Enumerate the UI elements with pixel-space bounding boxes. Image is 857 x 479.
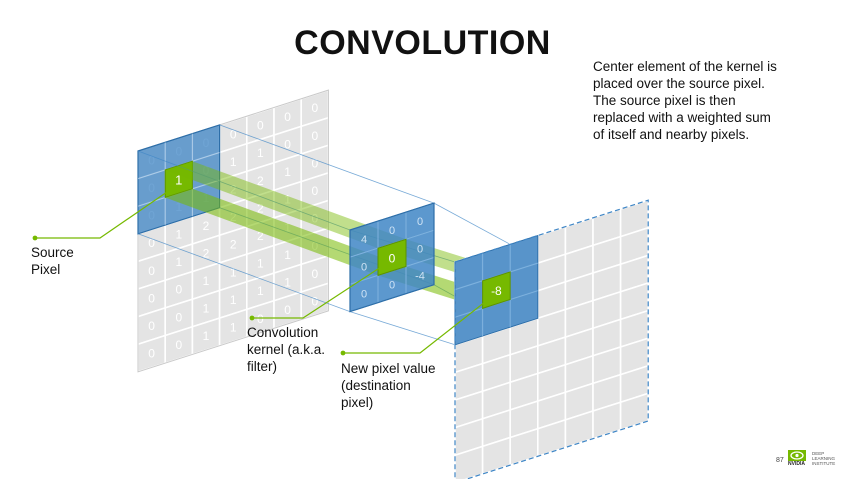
new-pixel-leader bbox=[343, 295, 493, 354]
source-cell-value: 1 bbox=[284, 276, 291, 290]
source-cell-value: 0 bbox=[284, 138, 291, 152]
source-cell-value: 1 bbox=[230, 155, 237, 169]
source-cell-value: 1 bbox=[284, 193, 291, 207]
kernel-center-value: 0 bbox=[389, 251, 396, 265]
source-cell-value: 0 bbox=[148, 236, 155, 250]
source-cell-value: 1 bbox=[230, 265, 237, 279]
page-number: 87 bbox=[776, 457, 784, 464]
destination-border bbox=[454, 199, 649, 479]
source-cell-value: 1 bbox=[203, 302, 210, 316]
source-cell-value: 1 bbox=[257, 146, 264, 160]
beam-guide-line bbox=[219, 124, 435, 204]
source-cell-value: 0 bbox=[284, 303, 291, 317]
destination-grid: -8 bbox=[454, 199, 650, 479]
label-leader-lines bbox=[32, 184, 493, 356]
source-cell-value: 0 bbox=[257, 119, 264, 133]
source-cell-value: 2 bbox=[203, 246, 210, 260]
source-cell-value: 0 bbox=[148, 291, 155, 305]
source-cell-value: 0 bbox=[257, 312, 264, 326]
source-pixel-value: 1 bbox=[175, 172, 182, 187]
source-cell-value: 0 bbox=[175, 283, 182, 297]
source-cell-value: 1 bbox=[284, 248, 291, 262]
destination-pixel-value: -8 bbox=[491, 284, 502, 298]
kernel-label: Convolution kernel (a.k.a. filter) bbox=[247, 325, 326, 374]
source-grid-border bbox=[137, 89, 329, 373]
beam-guide-line bbox=[433, 202, 511, 245]
destination-cell bbox=[619, 392, 650, 431]
kernel-cell-value: 0 bbox=[361, 261, 367, 273]
green-beam-top bbox=[165, 161, 406, 249]
nvidia-brand-text: NVIDIA bbox=[788, 461, 805, 467]
kernel-cell-value: 0 bbox=[389, 225, 395, 237]
source-cell-value: 0 bbox=[148, 347, 155, 361]
source-cell-value: 1 bbox=[175, 228, 182, 242]
source-cell-value: 0 bbox=[311, 129, 318, 143]
kernel-leader-dot bbox=[249, 315, 255, 321]
slide-title: CONVOLUTION bbox=[294, 24, 551, 62]
source-cell-value: 0 bbox=[311, 101, 318, 115]
source-cell-value: 0 bbox=[311, 156, 318, 170]
beam-guide-line bbox=[137, 233, 351, 312]
kernel-grid: 4 0 0 0 0 0 0 -4 0 bbox=[349, 202, 435, 313]
source-cell-value: 2 bbox=[257, 229, 264, 243]
source-image-grid: 0000000000110001122100122210012221000111… bbox=[137, 89, 330, 373]
source-cell-value: 1 bbox=[230, 293, 237, 307]
source-cell-value: 2 bbox=[230, 183, 237, 197]
source-cell-value: 1 bbox=[230, 321, 237, 335]
nvidia-eye-icon bbox=[788, 450, 806, 461]
source-cell-value: 1 bbox=[203, 329, 210, 343]
kernel-cell-value: 4 bbox=[361, 234, 367, 246]
source-cell-value: 1 bbox=[284, 165, 291, 179]
source-cell-value: 0 bbox=[311, 184, 318, 198]
source-cell-value: 1 bbox=[175, 255, 182, 269]
source-cell-value: 0 bbox=[175, 310, 182, 324]
source-cell-value: 0 bbox=[230, 127, 237, 141]
new-pixel-leader-dot bbox=[340, 350, 346, 356]
source-cell-value: 0 bbox=[311, 212, 318, 226]
source-cell-value: 0 bbox=[148, 264, 155, 278]
source-pixel-leader-dot bbox=[32, 235, 38, 241]
kernel-cell-value: 0 bbox=[389, 280, 395, 292]
new-pixel-label: New pixel value (destination pixel) bbox=[341, 361, 436, 410]
institute-text: DEEP LEARNING INSTITUTE bbox=[812, 451, 836, 466]
description-text: Center element of the kernel is placed o… bbox=[593, 59, 777, 142]
kernel-cell-value: 0 bbox=[361, 289, 367, 301]
beam-guide-line bbox=[137, 150, 351, 231]
source-cell-value: 0 bbox=[175, 338, 182, 352]
source-cell-value: 1 bbox=[203, 274, 210, 288]
kernel-center-cell bbox=[377, 238, 407, 277]
source-pixel-label: Source Pixel bbox=[31, 245, 74, 277]
destination-pixel-cell bbox=[482, 271, 511, 310]
kernel-border bbox=[349, 202, 435, 313]
kernel-cell-value: -4 bbox=[415, 271, 425, 283]
kernel-leader bbox=[252, 261, 389, 319]
source-cell-value: 0 bbox=[311, 267, 318, 281]
green-beam-bottom bbox=[165, 188, 406, 276]
beam-guide-line bbox=[349, 311, 456, 346]
source-cell-value: 2 bbox=[257, 174, 264, 188]
source-pixel-leader bbox=[35, 184, 178, 239]
kernel-cell-value: 0 bbox=[417, 243, 423, 255]
source-cell-value: 0 bbox=[284, 110, 291, 124]
kernel-cell-value: 0 bbox=[417, 216, 423, 228]
source-cell-value: 1 bbox=[257, 284, 264, 298]
source-cell-value: 1 bbox=[257, 257, 264, 271]
source-cell-value: 2 bbox=[230, 238, 237, 252]
source-cell-value: 2 bbox=[203, 219, 210, 233]
source-cell-value: 0 bbox=[148, 319, 155, 333]
source-cell-value: 2 bbox=[257, 201, 264, 215]
source-cell-value: 0 bbox=[311, 294, 318, 308]
